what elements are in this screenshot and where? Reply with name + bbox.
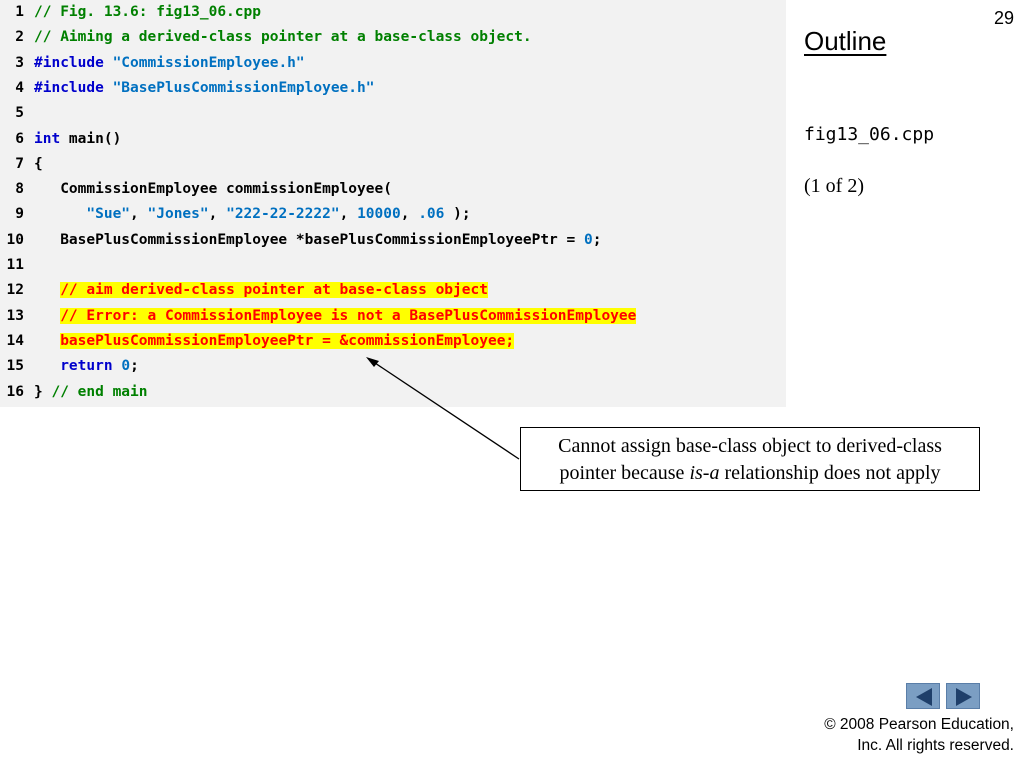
code-token: [34, 206, 86, 222]
code-text: int main(): [34, 127, 121, 152]
line-number: 11: [6, 257, 24, 273]
code-token: [34, 308, 60, 324]
code-token: [34, 282, 60, 298]
code-token: ,: [400, 206, 419, 223]
code-line: 2 // Aiming a derived-class pointer at a …: [0, 25, 786, 50]
code-token: );: [444, 206, 471, 223]
code-line: 3 #include "CommissionEmployee.h": [0, 51, 786, 76]
code-line: 6 int main(): [0, 127, 786, 152]
code-token: ,: [339, 206, 358, 223]
code-token: ;: [592, 231, 602, 248]
code-token: {: [34, 155, 43, 172]
code-line: 15 return 0;: [0, 354, 786, 379]
code-token: return: [60, 358, 113, 375]
callout-box: Cannot assign base-class object to deriv…: [520, 427, 980, 491]
code-line: 13 // Error: a CommissionEmployee is not…: [0, 304, 786, 329]
code-text: return 0;: [34, 354, 139, 379]
code-line: 4 #include "BasePlusCommissionEmployee.h": [0, 76, 786, 101]
code-token: ;: [130, 358, 139, 375]
code-text: // aim derived-class pointer at base-cla…: [34, 278, 488, 303]
line-number: 1: [15, 4, 24, 20]
callout-line-1: Cannot assign base-class object to deriv…: [558, 435, 942, 457]
code-token: ,: [208, 206, 227, 223]
line-number: 12: [6, 282, 24, 299]
line-number: 4: [15, 79, 24, 96]
code-line: 9 "Sue", "Jones", "222-22-2222", 10000, …: [0, 202, 786, 227]
callout-line-2: pointer because is-a relationship does n…: [559, 462, 941, 484]
code-token: .06: [418, 206, 445, 223]
code-line: 8 CommissionEmployee commissionEmployee(: [0, 177, 786, 202]
line-number: 10: [6, 231, 24, 248]
code-line: 12 // aim derived-class pointer at base-…: [0, 278, 786, 303]
code-line: 7{: [0, 152, 786, 177]
code-token: main(): [60, 130, 122, 147]
code-line: 10 BasePlusCommissionEmployee *basePlusC…: [0, 228, 786, 253]
code-text: CommissionEmployee commissionEmployee(: [34, 177, 392, 202]
code-text: #include "BasePlusCommissionEmployee.h": [34, 76, 374, 101]
file-name: fig13_06.cpp: [804, 124, 935, 145]
line-number: 8: [15, 181, 24, 198]
code-text: } // end main: [34, 380, 148, 405]
code-token: CommissionEmployee commissionEmployee(: [34, 181, 392, 198]
line-number: 15: [6, 358, 24, 375]
code-token: // Error: a CommissionEmployee is not a …: [60, 307, 637, 324]
code-text: BasePlusCommissionEmployee *basePlusComm…: [34, 228, 601, 253]
line-number: 5: [15, 105, 24, 122]
code-token: "Sue": [86, 206, 131, 223]
code-token: #include: [34, 54, 113, 71]
code-line: 1 // Fig. 13.6: fig13_06.cpp: [0, 0, 786, 25]
line-number: 3: [15, 54, 24, 71]
code-line: 5: [0, 101, 786, 126]
code-text: basePlusCommissionEmployeePtr = &commiss…: [34, 329, 515, 354]
code-text: // Fig. 13.6: fig13_06.cpp: [34, 0, 261, 25]
code-token: BasePlusCommissionEmployee *basePlusComm…: [34, 231, 584, 248]
line-number: 2: [15, 29, 24, 46]
code-token: "Jones": [147, 206, 209, 223]
code-token: 0: [583, 231, 593, 248]
code-line: 11: [0, 253, 786, 278]
code-text: // Error: a CommissionEmployee is not a …: [34, 304, 637, 329]
line-number: 9: [15, 206, 24, 223]
code-token: basePlusCommissionEmployeePtr = &commiss…: [60, 332, 515, 349]
line-number: 7: [15, 155, 24, 172]
code-token: "222-22-2222": [226, 206, 340, 223]
code-token: int: [34, 130, 61, 147]
code-text: {: [34, 152, 43, 177]
code-token: 0: [121, 358, 131, 375]
code-token: // Aiming a derived-class pointer at a b…: [34, 29, 532, 46]
page-indicator: (1 of 2): [804, 175, 864, 197]
copyright: © 2008 Pearson Education, Inc. All right…: [824, 714, 1014, 756]
outline-title: Outline: [804, 26, 887, 56]
slide-number: 29: [993, 8, 1014, 28]
code-token: // aim derived-class pointer at base-cla…: [60, 282, 488, 299]
code-text: "Sue", "Jones", "222-22-2222", 10000, .0…: [34, 202, 471, 227]
code-token: "CommissionEmployee.h": [112, 54, 305, 71]
code-text: // Aiming a derived-class pointer at a b…: [34, 25, 532, 50]
code-token: // Fig. 13.6: fig13_06.cpp: [34, 4, 261, 20]
code-token: [34, 358, 60, 374]
code-text: #include "CommissionEmployee.h": [34, 51, 305, 76]
code-line: 14 basePlusCommissionEmployeePtr = &comm…: [0, 329, 786, 354]
code-token: #include: [34, 79, 113, 96]
line-number: 16: [6, 383, 24, 400]
code-token: [34, 333, 60, 349]
code-line: 16} // end main: [0, 380, 786, 405]
left-arrow-icon: [916, 688, 932, 706]
right-arrow-icon: [956, 688, 972, 706]
code-token: "BasePlusCommissionEmployee.h": [112, 79, 375, 96]
copyright-line-2: Inc. All rights reserved.: [857, 737, 1014, 754]
code-token: ,: [130, 206, 148, 223]
code-token: }: [34, 383, 52, 400]
code-token: 10000: [357, 206, 401, 223]
code-panel: 1 // Fig. 13.6: fig13_06.cpp 2 // Aiming a …: [0, 0, 786, 407]
previous-slide-button[interactable]: [906, 683, 940, 709]
copyright-line-1: © 2008 Pearson Education,: [824, 716, 1014, 733]
line-number: 14: [6, 332, 24, 349]
line-number: 13: [6, 307, 24, 324]
code-token: // end main: [51, 383, 148, 400]
line-number: 6: [15, 130, 24, 147]
next-slide-button[interactable]: [946, 683, 980, 709]
